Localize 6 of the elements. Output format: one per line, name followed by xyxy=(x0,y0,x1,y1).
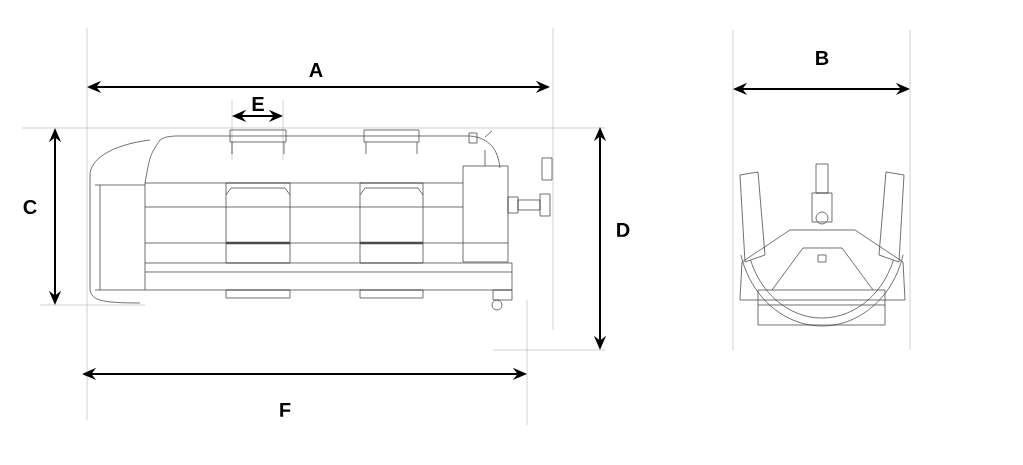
dimension-label: A xyxy=(309,63,323,77)
dimension-label: D xyxy=(617,223,630,237)
dimension-label: B xyxy=(816,51,829,65)
dimension-label: E xyxy=(252,97,264,111)
dimension-label: F xyxy=(280,403,291,417)
dimension-label: C xyxy=(23,199,37,215)
